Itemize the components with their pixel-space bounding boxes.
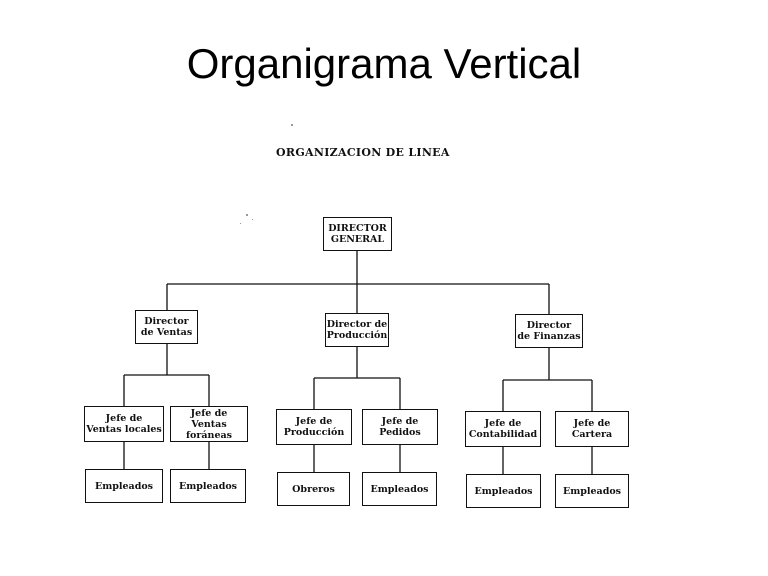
node-empleados-contabilidad: Empleados <box>466 474 541 508</box>
chart-heading: ORGANIZACION DE LINEA <box>276 146 450 159</box>
node-jefe-produccion: Jefe de Producción <box>276 409 352 445</box>
node-jefe-pedidos: Jefe de Pedidos <box>362 409 438 445</box>
node-director-produccion: Director de Producción <box>325 313 389 347</box>
slide-title: Organigrama Vertical <box>186 40 582 87</box>
node-jefe-contabilidad: Jefe de Contabilidad <box>465 411 541 447</box>
node-jefe-cartera: Jefe de Cartera <box>555 411 629 447</box>
scan-speck <box>240 223 241 224</box>
node-empleados-ventas-foraneas: Empleados <box>170 469 246 503</box>
scan-speck <box>252 219 253 220</box>
node-empleados-cartera: Empleados <box>555 474 629 508</box>
node-director-general: DIRECTOR GENERAL <box>323 217 392 251</box>
scan-speck <box>291 124 293 126</box>
node-jefe-ventas-foraneas: Jefe de Ventas foráneas <box>170 406 248 442</box>
node-obreros: Obreros <box>277 472 350 506</box>
node-empleados-ventas-locales: Empleados <box>85 469 163 503</box>
scan-speck <box>246 214 248 216</box>
node-director-finanzas: Director de Finanzas <box>515 314 583 348</box>
node-jefe-ventas-locales: Jefe de Ventas locales <box>84 406 164 442</box>
node-empleados-pedidos: Empleados <box>362 472 437 506</box>
node-director-ventas: Director de Ventas <box>135 310 198 344</box>
